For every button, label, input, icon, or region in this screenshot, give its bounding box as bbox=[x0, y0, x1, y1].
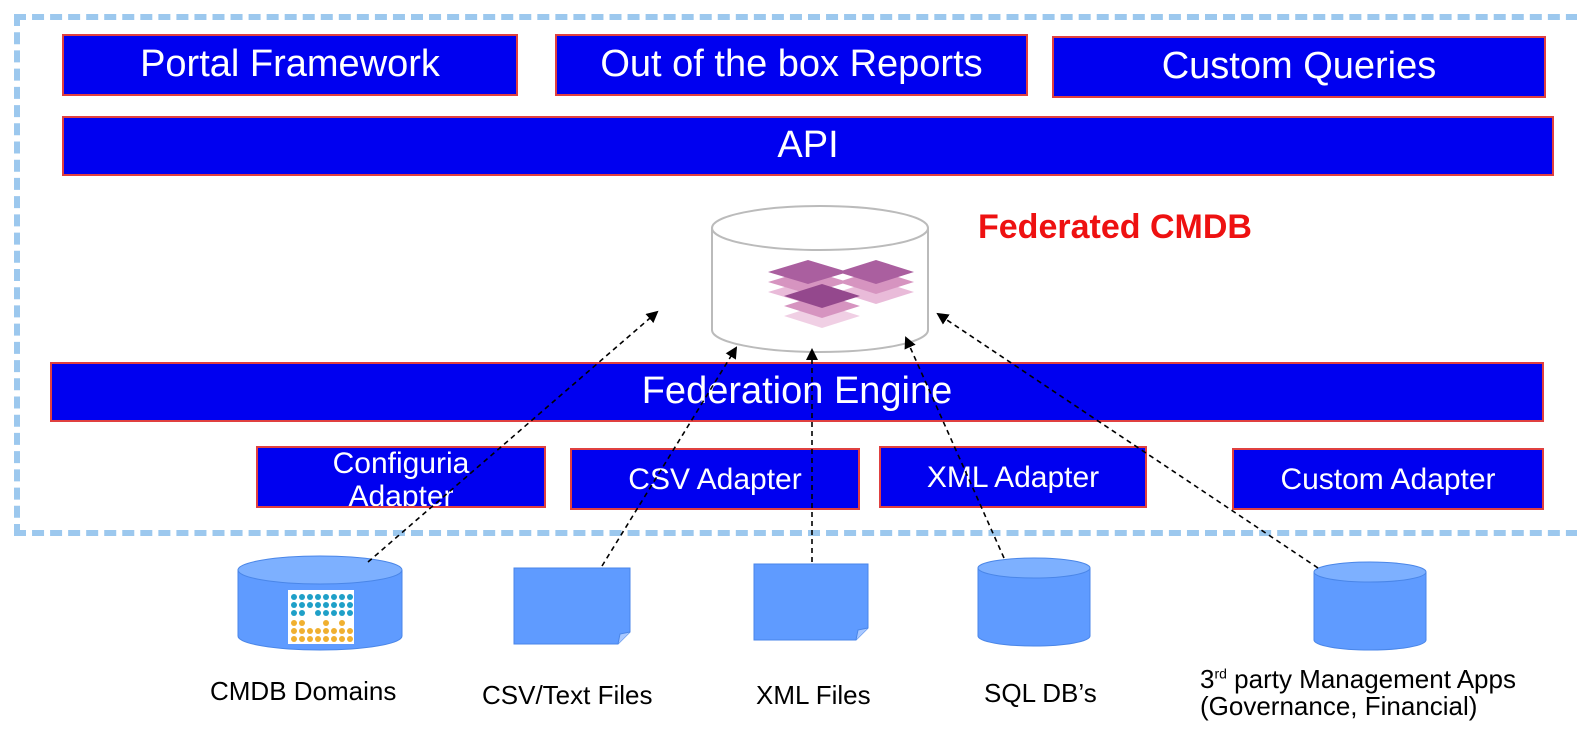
configuria-adapter-line1: Configuria bbox=[332, 447, 470, 480]
xml-adapter-box: XML Adapter bbox=[879, 446, 1147, 508]
reports-label: Out of the box Reports bbox=[600, 43, 983, 86]
third-party-apps-database-icon bbox=[1313, 561, 1427, 651]
configuria-adapter-line2: Adapter bbox=[348, 480, 454, 508]
federation-engine-bar: Federation Engine bbox=[50, 362, 1544, 422]
reports-box: Out of the box Reports bbox=[555, 34, 1028, 96]
sql-dbs-label: SQL DB’s bbox=[984, 678, 1097, 708]
portal-framework-box: Portal Framework bbox=[62, 34, 518, 96]
system-boundary-frame bbox=[14, 14, 1577, 536]
federation-engine-label: Federation Engine bbox=[641, 370, 953, 413]
csv-adapter-label: CSV Adapter bbox=[628, 462, 802, 496]
xml-files-label: XML Files bbox=[756, 680, 871, 710]
portal-framework-label: Portal Framework bbox=[140, 43, 440, 86]
federated-cmdb-label: Federated CMDB bbox=[978, 208, 1252, 246]
custom-queries-box: Custom Queries bbox=[1052, 36, 1546, 98]
custom-queries-label: Custom Queries bbox=[1161, 45, 1437, 88]
api-label: API bbox=[777, 124, 839, 167]
configuria-adapter-box: Configuria Adapter bbox=[256, 446, 546, 508]
sql-db-database-icon bbox=[977, 557, 1091, 647]
arrow-csv-files bbox=[601, 346, 738, 567]
third-party-line2: (Governance, Financial) bbox=[1200, 691, 1478, 722]
xml-file-icon bbox=[753, 563, 869, 641]
csv-text-files-label: CSV/Text Files bbox=[482, 680, 653, 710]
third-party-line1: party Management Apps bbox=[1226, 664, 1516, 694]
csv-text-file-icon bbox=[513, 567, 631, 645]
third-party-apps-label: 3rd party Management Apps (Governance, F… bbox=[1200, 664, 1516, 722]
third-party-prefix: 3 bbox=[1200, 664, 1215, 694]
arrow-cmdb-domains bbox=[367, 310, 659, 563]
custom-adapter-box: Custom Adapter bbox=[1232, 448, 1544, 510]
arrow-third-party bbox=[936, 312, 1319, 569]
xml-adapter-label: XML Adapter bbox=[926, 460, 1100, 494]
federated-cmdb-database-icon bbox=[711, 205, 929, 353]
cmdb-domains-database-icon bbox=[237, 555, 403, 651]
custom-adapter-label: Custom Adapter bbox=[1280, 462, 1496, 496]
api-bar: API bbox=[62, 116, 1554, 176]
cmdb-domains-label: CMDB Domains bbox=[210, 676, 397, 706]
arrow-sql-dbs bbox=[904, 336, 1005, 559]
third-party-superscript: rd bbox=[1214, 665, 1227, 682]
